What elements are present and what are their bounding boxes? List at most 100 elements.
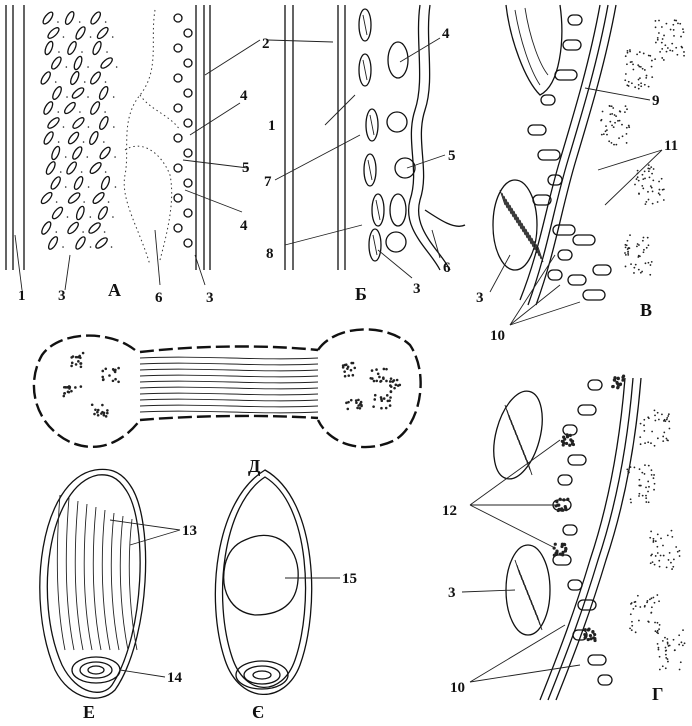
spindle-plastid <box>40 191 53 205</box>
starch-dot <box>589 637 593 641</box>
chromatin-dot <box>63 392 66 395</box>
chromatin-dot <box>79 365 83 369</box>
speck <box>651 190 654 193</box>
chromatin-dot <box>373 398 377 401</box>
chromatin-dot <box>93 412 96 416</box>
speck <box>644 442 646 445</box>
speck <box>649 598 651 601</box>
speck <box>669 49 672 52</box>
starch-dot <box>591 630 595 634</box>
speck <box>637 179 640 182</box>
chromatin-dot <box>372 379 376 383</box>
speck <box>659 50 662 53</box>
speck <box>82 231 84 233</box>
speck <box>651 172 653 175</box>
speck <box>683 54 685 57</box>
round-plastid <box>173 73 183 83</box>
grana-line <box>369 114 375 136</box>
speck <box>644 203 647 205</box>
stipple-v <box>499 19 685 276</box>
panel-d: Д <box>32 328 422 476</box>
panel-letter-ye: Є <box>252 702 264 722</box>
grana-line <box>537 246 544 263</box>
speck <box>647 167 650 170</box>
speck <box>643 473 646 475</box>
mitochondrion <box>547 174 563 186</box>
speck <box>114 156 116 158</box>
chromatin-dot <box>353 366 357 370</box>
speck <box>656 545 659 548</box>
speck <box>662 188 665 191</box>
speck <box>625 244 628 247</box>
speck <box>66 96 68 98</box>
grana-line <box>83 503 93 651</box>
mitochondrion <box>577 404 597 416</box>
chromatin-dot <box>67 385 71 388</box>
speck <box>638 492 641 495</box>
speck <box>104 21 107 23</box>
speck <box>644 262 647 265</box>
speck <box>600 133 603 136</box>
mitochondrion <box>554 69 578 81</box>
speck <box>629 627 631 630</box>
panel-a: 1 3 6 3 2 4 5 4 А <box>5 5 270 306</box>
speck <box>676 550 679 553</box>
speck <box>627 80 630 83</box>
chromatin-dot <box>396 384 400 387</box>
grana-line <box>128 518 138 651</box>
speck <box>667 660 669 663</box>
label-a-3b: 3 <box>206 290 214 306</box>
speck <box>115 66 118 68</box>
chromatin-dot <box>343 370 346 373</box>
speck <box>678 555 681 557</box>
speck <box>647 621 650 623</box>
speck <box>654 540 657 543</box>
spindle-plastid <box>44 40 54 56</box>
speck <box>630 263 632 266</box>
chromatin-dot <box>341 366 345 369</box>
grana-line <box>503 195 510 212</box>
speck <box>640 82 643 85</box>
starch-dot <box>588 633 593 638</box>
speck <box>650 166 653 169</box>
chromatin-dot <box>74 355 78 359</box>
speck <box>670 561 672 564</box>
round-plastid <box>173 133 183 143</box>
speck <box>651 553 653 556</box>
speck <box>662 199 665 201</box>
spindle-fiber <box>139 386 319 390</box>
speck <box>624 246 627 249</box>
chromatin-dot <box>380 397 383 401</box>
speck <box>664 636 666 639</box>
starch-dot <box>555 500 559 504</box>
chromatin-dot <box>382 367 386 371</box>
starch-dot <box>593 637 597 641</box>
mitochondrion <box>540 94 556 106</box>
speck <box>645 494 647 497</box>
speck <box>647 54 650 57</box>
round-plastid <box>183 208 193 218</box>
speck <box>668 644 671 647</box>
speck <box>104 111 106 113</box>
chromatin-dot <box>356 406 359 410</box>
speck <box>654 26 657 29</box>
speck <box>661 665 664 668</box>
panel-letter-d: Д <box>248 456 261 476</box>
spindle-plastid <box>47 236 59 250</box>
starch-dot <box>618 383 622 387</box>
speck <box>675 546 678 548</box>
speck <box>662 59 665 61</box>
speck <box>656 38 659 41</box>
round-plastid <box>173 13 183 23</box>
chromatin-dot <box>114 377 117 381</box>
speck <box>676 53 679 56</box>
chromatin-dot <box>111 379 115 383</box>
spindle-plastid <box>50 176 61 190</box>
speck <box>654 58 657 61</box>
speck <box>671 536 674 538</box>
spindle-plastid <box>89 130 99 146</box>
speck <box>62 36 65 38</box>
mitochondrion <box>527 124 547 136</box>
speck <box>658 180 660 183</box>
grana-line <box>527 231 534 248</box>
